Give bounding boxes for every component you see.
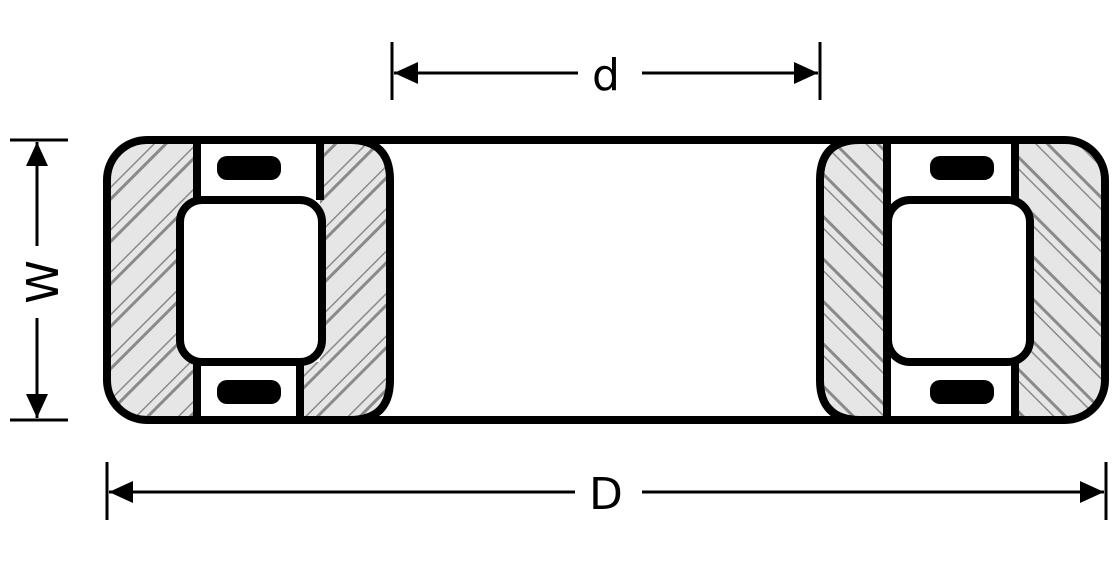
D-arrowhead-left (109, 481, 133, 503)
left-cage-slot-top (217, 156, 281, 180)
width-dimension: W (10, 138, 69, 422)
W-arrowhead-top (26, 142, 48, 166)
d-arrowhead-left (394, 62, 418, 84)
left-cross-section (107, 140, 390, 420)
d-arrowhead-right (794, 62, 818, 84)
width-label: W (18, 260, 69, 304)
outer-diameter-dimension: D (105, 462, 1108, 520)
left-outer-ring-hatch (107, 140, 197, 420)
right-cage-slot-bottom (930, 380, 994, 404)
inner-diameter-dimension: d (390, 42, 822, 101)
right-inner-ring-hatch (820, 140, 887, 420)
outer-diameter-label: D (589, 469, 623, 520)
right-roller-element (884, 196, 1034, 366)
D-arrowhead-right (1080, 481, 1104, 503)
right-cross-section (820, 140, 1105, 420)
right-outer-ring-hatch (1015, 140, 1105, 420)
left-cage-slot-bottom (217, 380, 281, 404)
bearing-outline (103, 136, 1109, 424)
W-arrowhead-bottom (26, 394, 48, 418)
left-roller-element (176, 196, 326, 366)
inner-diameter-label: d (592, 50, 620, 101)
left-section-inner-edge (300, 136, 394, 424)
right-section-inner-edge (816, 136, 887, 424)
right-cage-slot-top (930, 156, 994, 180)
